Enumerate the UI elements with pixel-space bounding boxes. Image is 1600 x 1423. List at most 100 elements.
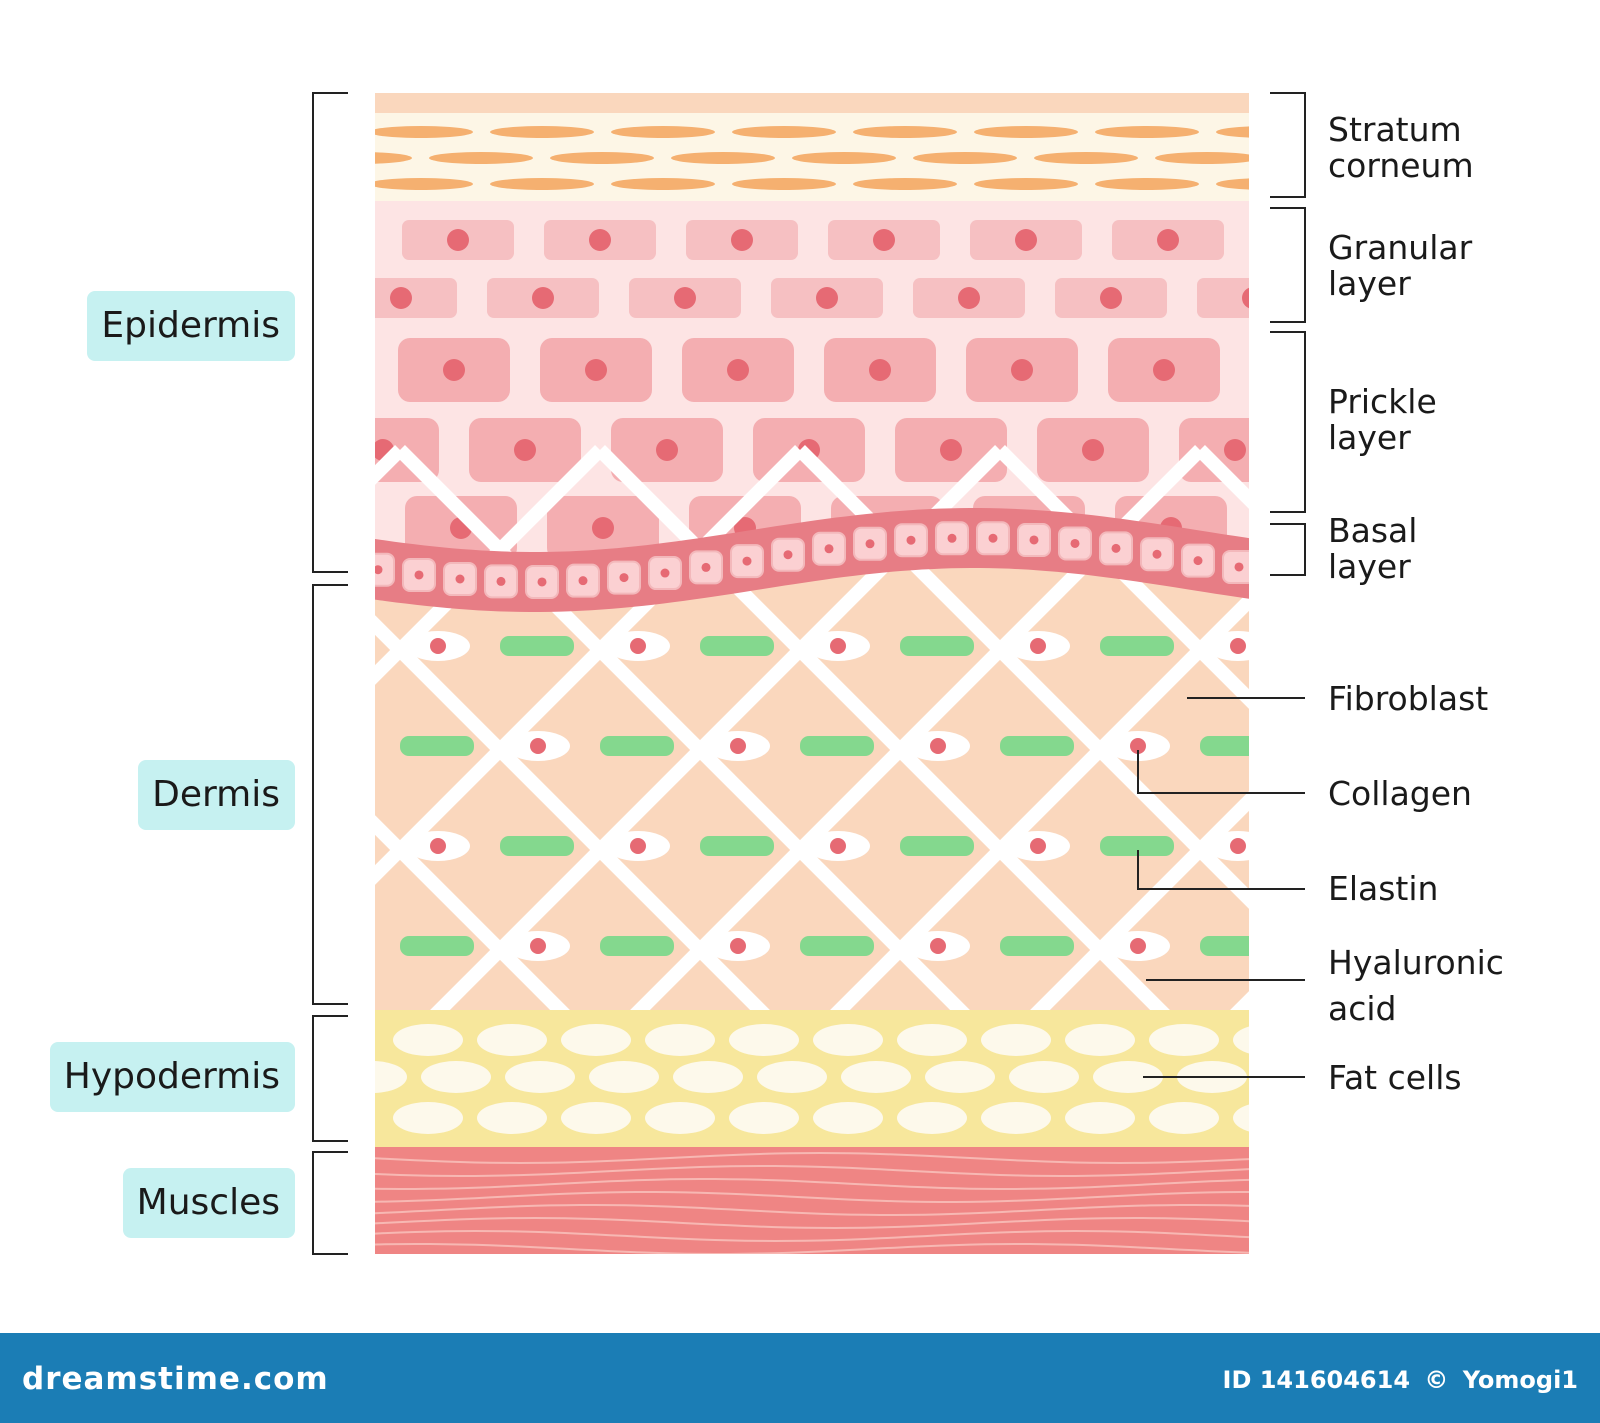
corneum-cell (732, 126, 836, 138)
granular-cell (375, 278, 457, 318)
fat-cell (375, 1061, 407, 1093)
elastin-fiber (700, 636, 774, 656)
elastin-label: Elastin (1328, 869, 1439, 908)
basal-nucleus (701, 562, 711, 572)
fat-cell (981, 1024, 1051, 1056)
muscle-fiber (375, 1204, 1249, 1216)
prickle-nucleus (940, 439, 962, 461)
stratum-corneum-label: Stratum corneum (1328, 110, 1474, 185)
skin-layers-diagram (312, 92, 1306, 1255)
granular-nucleus (873, 229, 895, 251)
fat-cell (813, 1024, 883, 1056)
elastin-fiber (1200, 736, 1249, 756)
fibroblast-nucleus (830, 638, 846, 654)
basal-nucleus (537, 577, 547, 587)
footer-bar: dreamstime.com ID 141604614 © Yomogi1 (0, 1333, 1600, 1423)
fat-cell (729, 1024, 799, 1056)
elastin-fiber (700, 836, 774, 856)
dermis-bracket (312, 584, 348, 1005)
fat-cell (393, 1102, 463, 1134)
corneum-cell (490, 126, 594, 138)
epidermis-bracket (312, 92, 348, 573)
granular-nucleus (1015, 229, 1037, 251)
granular-nucleus (1100, 287, 1122, 309)
epidermis-label: Epidermis (87, 291, 295, 361)
fat-cell (897, 1024, 967, 1056)
fat-cell (1149, 1102, 1219, 1134)
corneum-cell (375, 152, 412, 164)
fibroblast-nucleus (430, 838, 446, 854)
fat-cell (841, 1061, 911, 1093)
elastin-fiber (900, 836, 974, 856)
fat-cell (1065, 1024, 1135, 1056)
elastin-fiber (400, 736, 474, 756)
hypodermis-label: Hypodermis (49, 1042, 295, 1112)
prickle-nucleus (585, 359, 607, 381)
fibroblast-nucleus (1030, 638, 1046, 654)
fat-cell (813, 1102, 883, 1134)
corneum-cell (611, 126, 715, 138)
granular-nucleus (816, 287, 838, 309)
basal-nucleus (906, 535, 916, 545)
fibroblast-nucleus (630, 638, 646, 654)
fat-cell (645, 1024, 715, 1056)
basal-layer-label: Basal layer (1328, 511, 1418, 586)
fibroblast-nucleus (630, 838, 646, 854)
basal-cells (375, 521, 1249, 599)
corneum-cell (853, 126, 957, 138)
muscles-label: Muscles (122, 1168, 295, 1238)
stratum-corneum-cells (375, 126, 1249, 190)
basal-nucleus (742, 556, 752, 566)
basal-nucleus (660, 568, 670, 578)
prickle-layer-label: Prickle layer (1328, 382, 1437, 457)
fat-cell (421, 1061, 491, 1093)
image-credit: ID 141604614 © Yomogi1 (1217, 1366, 1578, 1394)
elastin-fiber (500, 836, 574, 856)
elastin-fiber (800, 736, 874, 756)
fat-cell (561, 1024, 631, 1056)
brand-logo[interactable]: dreamstime.com (22, 1361, 329, 1397)
corneum-cell (1095, 126, 1199, 138)
fat-cell (645, 1102, 715, 1134)
granular-nucleus (532, 287, 554, 309)
granular-nucleus (731, 229, 753, 251)
granular-nucleus (674, 287, 696, 309)
fibroblast-nucleus (830, 838, 846, 854)
author-name[interactable]: Yomogi1 (1462, 1366, 1578, 1394)
basal-nucleus (578, 576, 588, 586)
granular-nucleus (1157, 229, 1179, 251)
muscle-background (375, 1147, 1249, 1254)
fat-cell (673, 1061, 743, 1093)
dermis-label: Dermis (138, 760, 295, 830)
basal-nucleus (619, 573, 629, 583)
fibroblast-nucleus (930, 738, 946, 754)
elastin-leader (1137, 850, 1305, 890)
basal-nucleus (1111, 543, 1121, 553)
corneum-cell (732, 178, 836, 190)
fibroblast-nucleus (1130, 738, 1146, 754)
prickle-nucleus (1153, 359, 1175, 381)
fibroblast-nucleus (1130, 938, 1146, 954)
prickle-nucleus (592, 517, 614, 539)
basal-nucleus (1029, 535, 1039, 545)
fat-cell (729, 1102, 799, 1134)
hypodermis-bracket (312, 1015, 348, 1142)
fat-cell (757, 1061, 827, 1093)
prickle-nucleus (1224, 439, 1246, 461)
basal-nucleus (947, 533, 957, 543)
muscle-fiber (375, 1165, 1249, 1177)
collagen-label: Collagen (1328, 774, 1472, 813)
granular-bracket (1270, 207, 1306, 323)
corneum-cell (1216, 178, 1249, 190)
corneum-cell (974, 178, 1078, 190)
fibroblast-nucleus (1230, 638, 1246, 654)
basal-nucleus (1193, 556, 1203, 566)
granular-nucleus (589, 229, 611, 251)
elastin-fiber (1000, 936, 1074, 956)
basal-nucleus (414, 570, 424, 580)
muscles-bracket (312, 1151, 348, 1255)
prickle-nucleus (1082, 439, 1104, 461)
granular-cell (1197, 278, 1249, 318)
fibroblast-nucleus (530, 938, 546, 954)
fibroblast-nucleus (1230, 838, 1246, 854)
